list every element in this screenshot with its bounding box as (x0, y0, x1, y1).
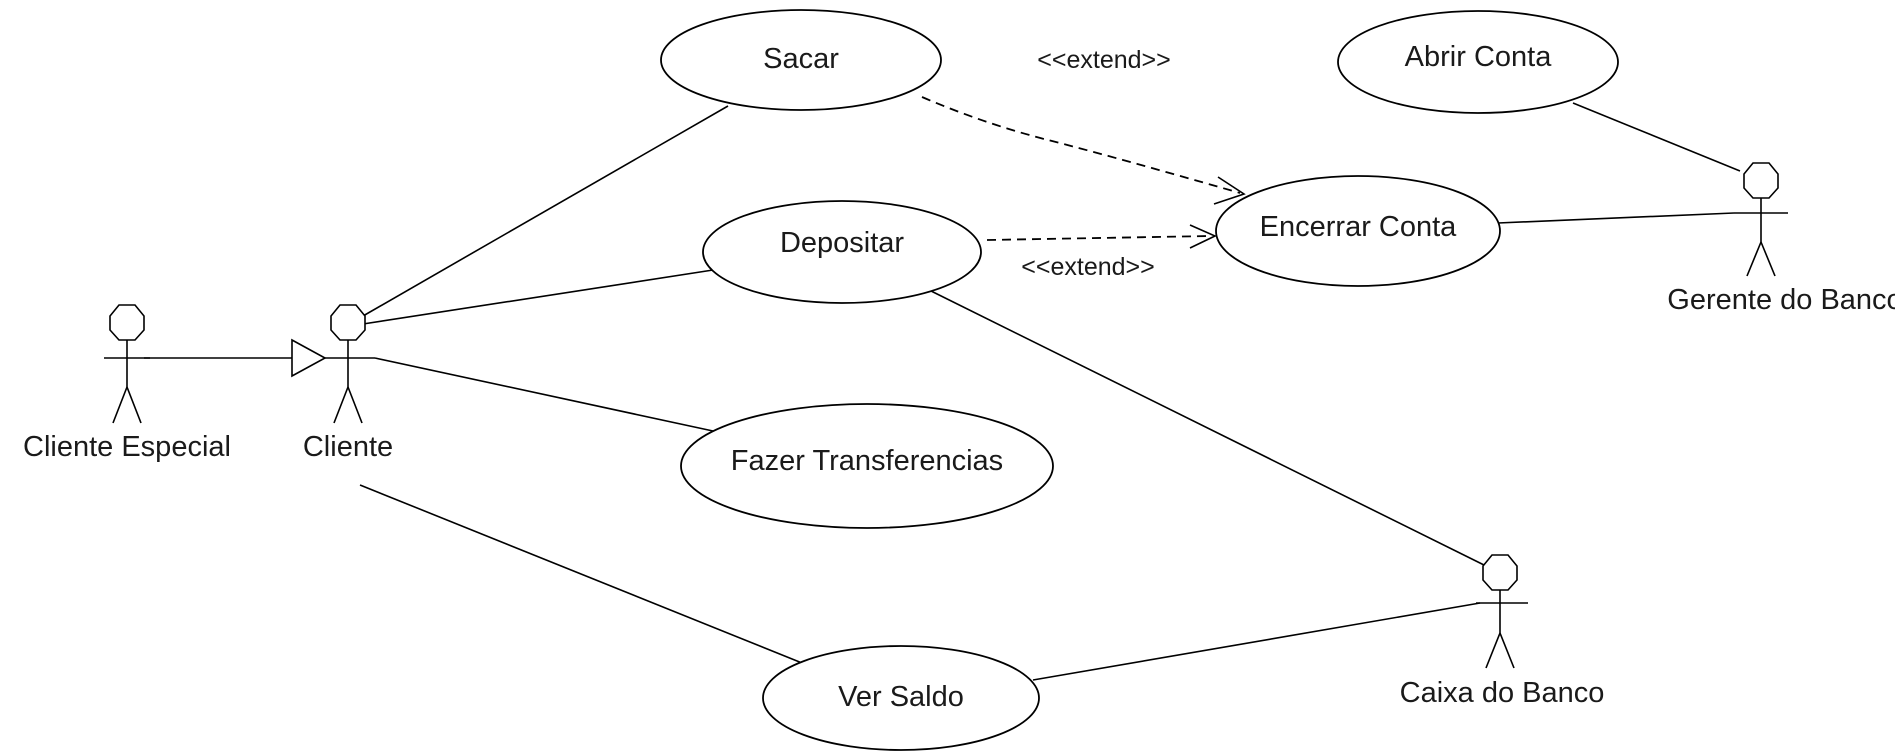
use-case-sacar[interactable]: Sacar (660, 9, 942, 111)
association-cliente-sacar (362, 105, 729, 317)
extend-label-sacar: <<extend>> (1037, 46, 1170, 74)
association-depositar-caixa (924, 287, 1485, 566)
use-case-abrir-conta-label: Abrir Conta (1405, 41, 1553, 73)
use-case-fazer-transferencias-label: Fazer Transferencias (731, 445, 1003, 477)
actor-head-icon (330, 304, 366, 341)
actor-caixa-do-banco[interactable]: Caixa do Banco (1400, 554, 1605, 709)
association-encerrar-conta-gerente (1497, 212, 1735, 224)
association-ver-saldo-caixa (1032, 602, 1481, 681)
extend-arrow-depositar (986, 224, 1217, 249)
actor-gerente-do-banco[interactable]: Gerente do Banco (1667, 162, 1895, 316)
use-case-abrir-conta[interactable]: Abrir Conta (1337, 10, 1619, 114)
actor-cliente-label: Cliente (303, 431, 393, 463)
use-case-sacar-label: Sacar (763, 43, 839, 75)
actor-cliente[interactable]: Cliente (303, 304, 393, 463)
actor-caixa-do-banco-label: Caixa do Banco (1400, 677, 1605, 709)
actor-cliente-especial[interactable]: Cliente Especial (23, 304, 231, 463)
extend-arrow-sacar (921, 96, 1246, 205)
extend-label-depositar: <<extend>> (1021, 253, 1154, 281)
generalization-arrow (144, 338, 327, 378)
actor-cliente-especial-label: Cliente Especial (23, 431, 231, 463)
use-case-fazer-transferencias[interactable]: Fazer Transferencias (680, 403, 1054, 529)
use-case-ver-saldo-label: Ver Saldo (838, 681, 964, 713)
actor-head-icon (1743, 162, 1779, 199)
association-abrir-conta-gerente (1572, 102, 1741, 172)
use-case-encerrar-conta[interactable]: Encerrar Conta (1215, 175, 1501, 287)
association-cliente-ver-saldo (359, 484, 808, 666)
association-cliente-depositar (362, 269, 714, 325)
use-case-depositar[interactable]: Depositar (702, 200, 982, 304)
use-case-encerrar-conta-label: Encerrar Conta (1260, 211, 1458, 243)
use-case-ver-saldo[interactable]: Ver Saldo (762, 645, 1040, 751)
actor-gerente-do-banco-label: Gerente do Banco (1667, 284, 1895, 316)
actor-head-icon (109, 304, 145, 341)
use-case-depositar-label: Depositar (780, 227, 904, 259)
actor-head-icon (1482, 554, 1518, 591)
association-cliente-fazer-transferencias (374, 357, 714, 432)
